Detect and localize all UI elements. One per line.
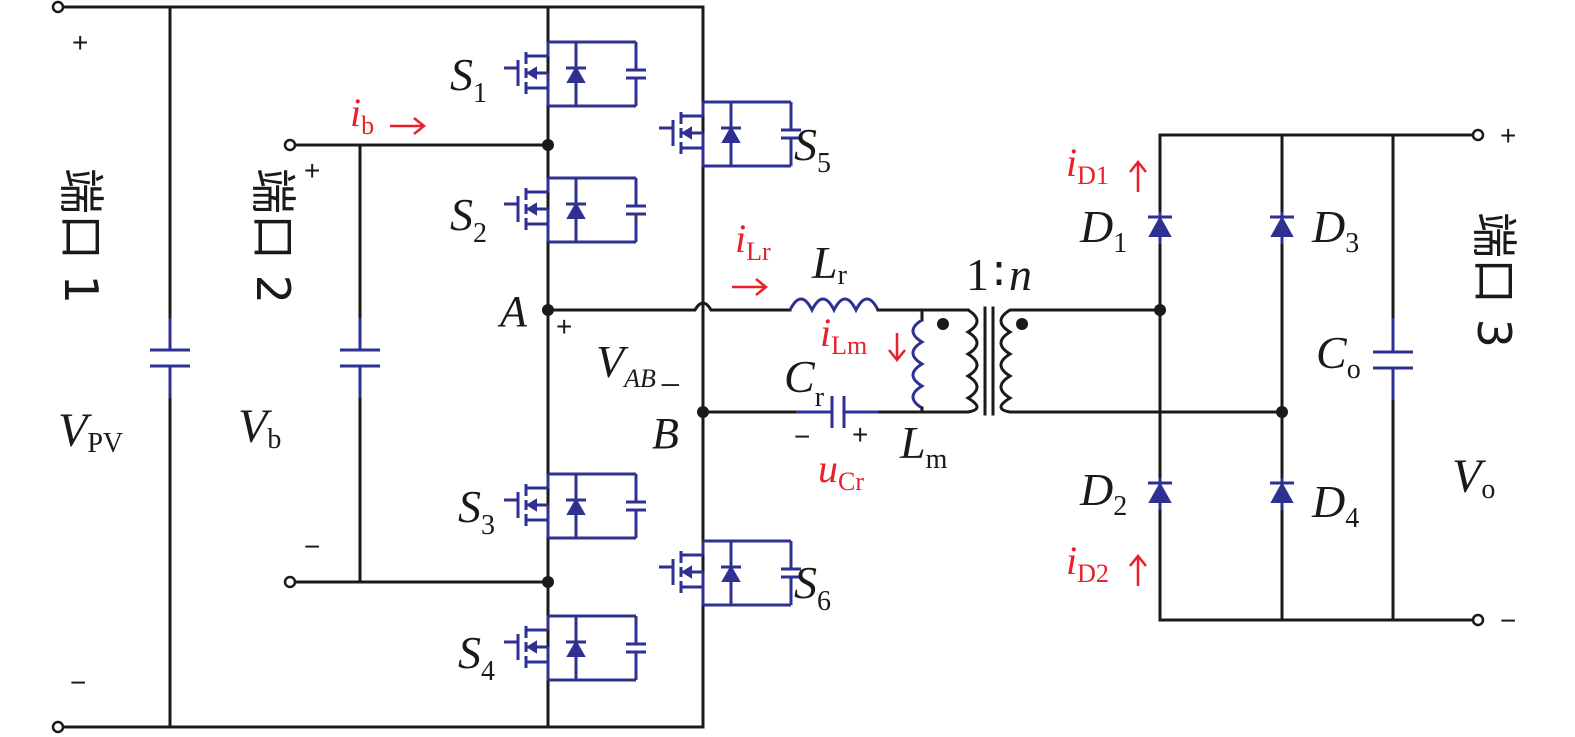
d3-label: D3 — [1311, 201, 1359, 259]
port2-minus: − — [304, 531, 320, 562]
vpv-label: VPV — [58, 404, 123, 459]
port2-plus: + — [304, 155, 320, 186]
vab-plus: + — [556, 311, 572, 342]
d1-label: D1 — [1079, 201, 1127, 259]
port1-minus: − — [70, 667, 86, 698]
switch-s2 — [502, 176, 648, 244]
s3-label: S3 — [458, 481, 495, 541]
switch-s1 — [502, 40, 648, 108]
port2-label: 端口 2 — [246, 168, 300, 304]
pv-capacitor — [150, 318, 190, 398]
diode-d1 — [1146, 215, 1174, 238]
port3-positive-terminal — [1471, 128, 1485, 142]
port3-label: 端口 3 — [1467, 212, 1521, 348]
cr-label: Cr — [784, 351, 825, 413]
id1-arrow — [1129, 159, 1147, 192]
port3-plus: + — [1500, 120, 1516, 151]
node-a-label: A — [497, 287, 528, 336]
port2-positive-terminal — [283, 138, 297, 152]
primary-dot — [937, 318, 949, 330]
s6-label: S6 — [794, 557, 831, 617]
s1-label: S1 — [450, 49, 487, 109]
lr-inductor — [788, 297, 880, 314]
port1-negative-terminal — [51, 720, 65, 734]
cr-minus: − — [794, 421, 810, 452]
battery-capacitor — [340, 318, 380, 398]
current-arrows — [390, 117, 1147, 586]
port1-label: 端口 1 — [54, 168, 108, 304]
diode-d3 — [1268, 215, 1296, 238]
switch-s3 — [502, 472, 648, 540]
cr-capacitor — [796, 396, 880, 428]
port3-minus: − — [1500, 605, 1516, 636]
s5-label: S5 — [794, 119, 831, 179]
ilm-arrow — [888, 333, 906, 363]
switch-s6 — [657, 539, 803, 607]
d2-label: D2 — [1079, 464, 1127, 522]
id2-label: iD2 — [1066, 538, 1109, 588]
ilr-label: iLr — [735, 216, 771, 266]
ilr-arrow — [732, 278, 769, 296]
port2-negative-terminal — [283, 575, 297, 589]
port3-negative-terminal — [1471, 613, 1485, 627]
node-b-label: B — [652, 409, 679, 458]
co-label: Co — [1316, 327, 1361, 385]
cr-plus: + — [852, 419, 868, 450]
ib-label: ib — [350, 90, 374, 140]
vb-label: Vb — [238, 400, 281, 455]
id2-arrow — [1129, 553, 1147, 586]
secondary-dot — [1016, 318, 1028, 330]
turns-ratio: 1∶n — [966, 249, 1032, 300]
ilm-label: iLm — [820, 310, 867, 360]
right-bridge-leg — [657, 5, 803, 729]
id1-label: iD1 — [1066, 140, 1109, 190]
vo-label: Vo — [1452, 450, 1495, 505]
ib-arrow — [390, 117, 427, 135]
output-capacitor — [1373, 318, 1413, 400]
s4-label: S4 — [458, 627, 495, 687]
switch-s4 — [502, 614, 648, 682]
lr-label: Lr — [811, 237, 848, 291]
ucr-label: uCr — [818, 446, 864, 496]
diode-d4 — [1268, 481, 1296, 504]
lm-inductor — [911, 318, 925, 410]
diode-d2 — [1146, 481, 1174, 504]
port1-positive-terminal — [51, 0, 65, 14]
port2-rails — [283, 138, 550, 589]
vab-minus: _ — [661, 354, 680, 387]
s2-label: S2 — [450, 189, 487, 249]
vab-label: VAB — [596, 336, 656, 393]
switch-s5 — [657, 100, 803, 168]
lm-label: Lm — [899, 417, 948, 475]
transformer — [937, 306, 1032, 416]
port1-rails — [51, 0, 705, 734]
d4-label: D4 — [1311, 476, 1359, 534]
port1-plus: + — [72, 27, 88, 58]
output-rectifier — [1028, 128, 1485, 627]
